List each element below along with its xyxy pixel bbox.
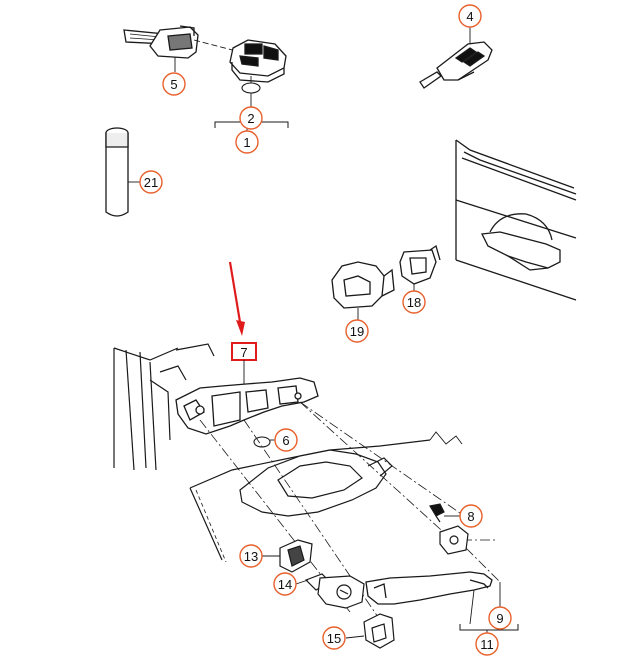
key-blade-part-5 [123,25,199,59]
callout-15-label: 15 [327,631,341,646]
door-handle-carrier-part-7 [175,377,319,435]
group-bracket [459,624,519,631]
callout-1-label: 1 [243,135,250,150]
callout-11: 11 [475,632,499,656]
callout-11-label: 11 [480,637,494,652]
transmitter-housing [229,39,287,83]
callout-14-label: 14 [278,577,292,592]
callout-15: 15 [322,626,346,650]
screw-part-8 [429,503,445,523]
callout-2: 2 [239,106,263,130]
callout-21: 21 [139,170,163,194]
callout-14: 14 [273,572,297,596]
callout-5-label: 5 [170,77,177,92]
callout-1: 1 [235,130,259,154]
seal-part-13 [279,539,313,573]
callout-19: 19 [345,319,369,343]
handle-recess [239,449,393,517]
callout-13: 13 [239,544,263,568]
door-panel-upper [455,139,577,301]
bracket-part-9 [439,525,469,555]
callout-4: 4 [458,4,482,28]
callout-5: 5 [162,72,186,96]
battery-o-ring [241,82,261,94]
callout-2-label: 2 [247,111,254,126]
handle-gasket-part-18 [399,244,441,285]
callout-6-label: 6 [282,433,289,448]
lock-cylinder-part-14 [304,573,365,609]
callout-9: 9 [488,606,512,630]
callout-8-label: 8 [467,509,474,524]
callout-7-label: 7 [240,345,247,360]
callout-18-label: 18 [407,295,421,310]
outside-handle-part-11 [365,571,493,605]
flip-key-part-4 [419,41,493,89]
callout-4-label: 4 [466,9,473,24]
lubricant-tube-part-21 [105,127,129,217]
callout-9-label: 9 [496,611,503,626]
door-handle-upper [481,231,561,271]
door-frame-lower [113,343,215,471]
callout-21-label: 21 [144,175,158,190]
callout-6: 6 [274,428,298,452]
handle-gasket-part-19 [331,261,395,309]
callout-8: 8 [459,504,483,528]
lock-cap-part-15 [363,613,395,649]
highlight-arrow [228,261,245,336]
callout-19-label: 19 [350,324,364,339]
callout-18: 18 [402,290,426,314]
callout-13-label: 13 [244,549,258,564]
